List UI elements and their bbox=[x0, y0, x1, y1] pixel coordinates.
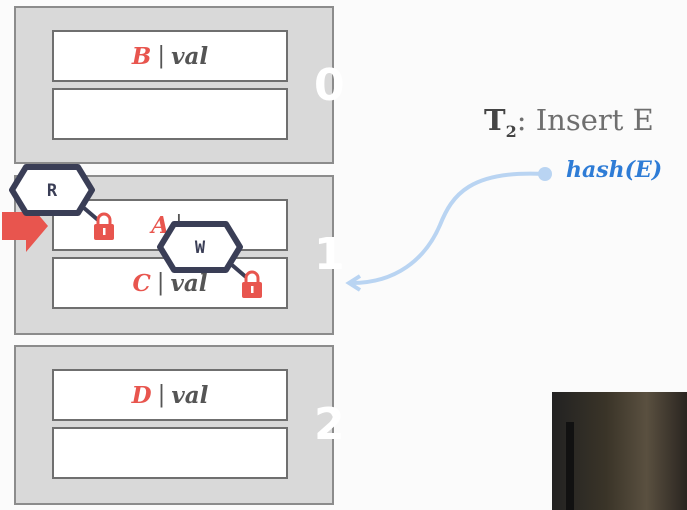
slot-separator: | bbox=[156, 270, 165, 296]
transaction-title: T2: Insert E bbox=[484, 103, 654, 141]
transaction-action: : Insert E bbox=[516, 103, 654, 137]
slot-key: D bbox=[131, 381, 152, 409]
hash-page-0: B | val 0 bbox=[14, 6, 345, 164]
slot-key: B bbox=[131, 42, 152, 70]
write-latch-label: W bbox=[195, 238, 206, 258]
slot-0-1 bbox=[52, 88, 288, 140]
slot-key: A bbox=[151, 211, 170, 239]
transaction-number: 2 bbox=[505, 121, 517, 141]
hash-pointer-arrow bbox=[345, 167, 552, 292]
slot-separator: | bbox=[157, 382, 166, 408]
page-number: 1 bbox=[314, 229, 345, 280]
page-number: 0 bbox=[314, 60, 345, 111]
slot-2-0: D | val bbox=[52, 369, 288, 421]
slot-value: val bbox=[170, 269, 208, 297]
write-latch: W bbox=[157, 221, 243, 273]
hash-page-2: D | val 2 bbox=[14, 345, 345, 505]
lock-icon bbox=[242, 270, 262, 298]
presenter-video bbox=[552, 392, 687, 510]
slot-0-0: B | val bbox=[52, 30, 288, 82]
hash-function-label: hash(E) bbox=[566, 157, 663, 183]
slot-separator: | bbox=[157, 43, 166, 69]
slot-value: val bbox=[171, 381, 209, 409]
slot-value: val bbox=[171, 42, 209, 70]
slot-key: C bbox=[132, 269, 151, 297]
slot-2-1 bbox=[52, 427, 288, 479]
lock-icon bbox=[94, 212, 114, 240]
transaction-label: T bbox=[484, 103, 506, 137]
read-latch: R bbox=[9, 164, 95, 216]
read-latch-label: R bbox=[47, 181, 58, 201]
page-number: 2 bbox=[314, 399, 345, 450]
